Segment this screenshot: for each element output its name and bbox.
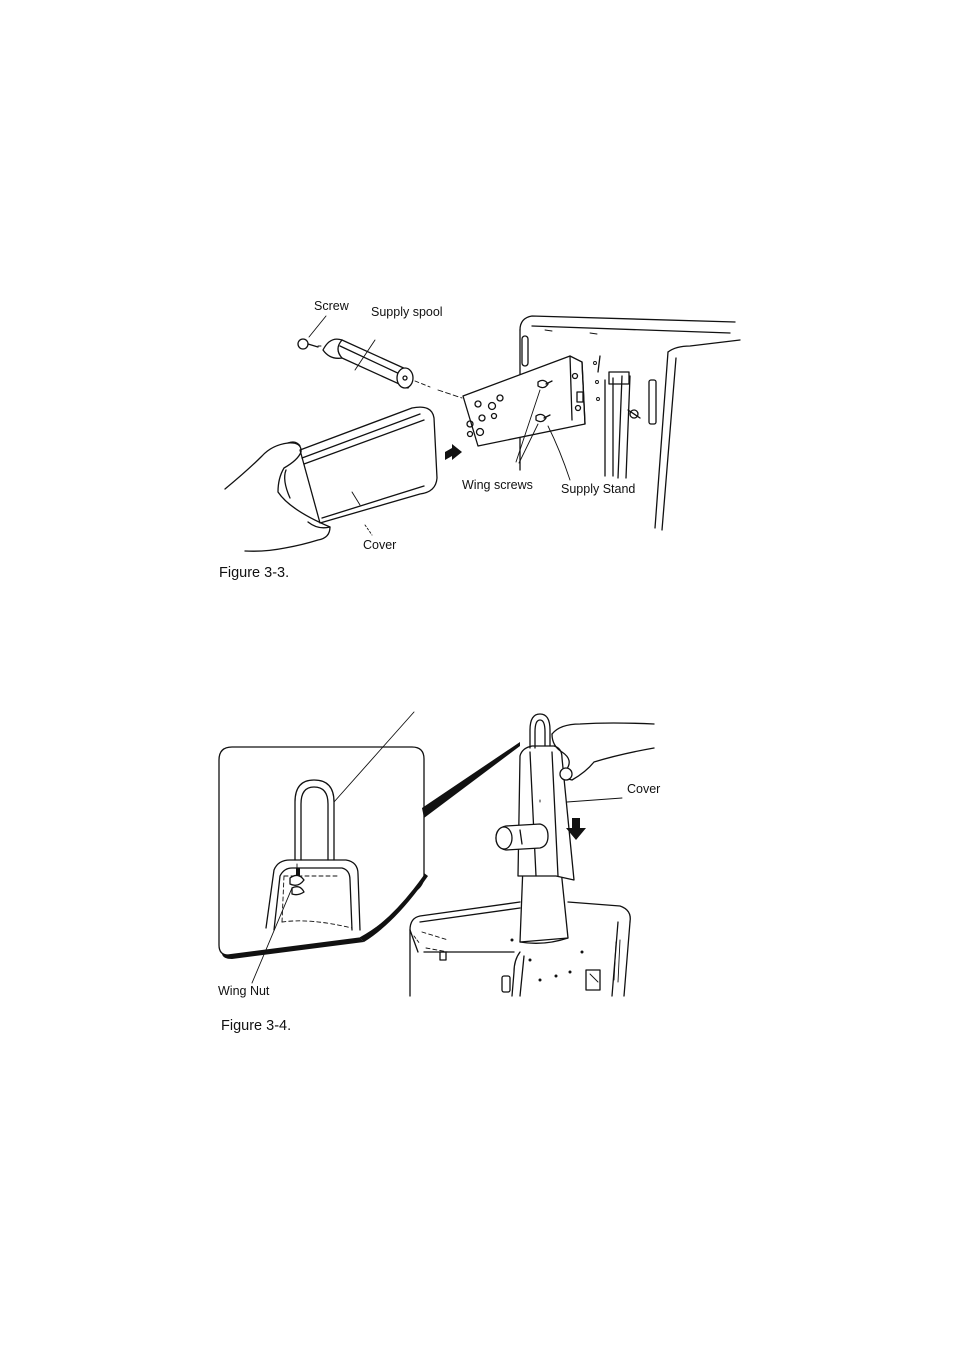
label-wing-screws: Wing screws [462,479,533,492]
supply-stand-plate [463,356,600,446]
detail-inset [219,712,520,983]
figure-3-3-caption: Figure 3-3. [219,566,289,581]
label-supply-stand: Supply Stand [561,483,635,496]
figure-3-4-illustration [0,690,954,1050]
label-cover: Cover [363,539,396,552]
screw [298,316,326,349]
hand [552,723,654,780]
figure-3-4-caption: Figure 3-4. [221,1019,291,1034]
label-supply-spool: Supply spool [371,306,443,319]
figure-3-3: Screw Supply spool Wing screws Supply St… [0,0,954,600]
label-screw: Screw [314,300,349,313]
printer-with-stand [410,902,630,996]
supply-spool [323,339,462,398]
figure-3-3-illustration [0,0,954,600]
cover-panel [300,407,462,535]
label-cover: Cover [627,783,660,796]
label-wing-nut: Wing Nut [218,985,269,998]
figure-3-4: Cover Wing Nut Figure 3-4. [0,690,954,1050]
